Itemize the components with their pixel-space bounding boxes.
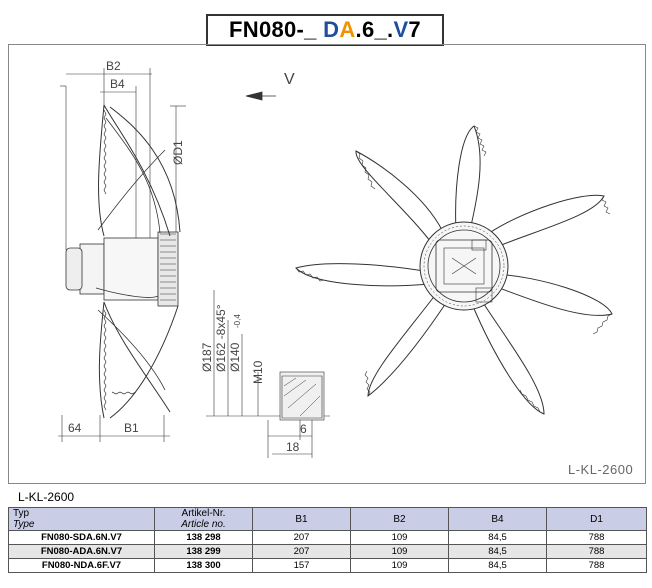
cell-b2: 109	[350, 530, 449, 545]
cell-b1: 207	[252, 530, 351, 545]
dim-b2-label: B2	[106, 59, 121, 73]
cell-d1: 788	[546, 530, 647, 545]
cell-article: 138 300	[154, 558, 253, 573]
dim-d1-label: ØD1	[171, 140, 185, 165]
view-arrow	[245, 91, 276, 101]
cell-b2: 109	[350, 544, 449, 559]
dim-64-label: 64	[68, 421, 82, 435]
dim-d187-label: Ø187	[200, 342, 214, 372]
cell-type: FN080-NDA.6F.V7	[8, 558, 155, 573]
dim-b1-label: B1	[124, 421, 139, 435]
title-letter-v: V	[393, 17, 409, 42]
header-article-sub: Article no.	[181, 519, 226, 530]
dim-6-label: 6	[300, 422, 307, 436]
header-b4: B4	[448, 507, 547, 531]
title-part-1: FN080-_	[229, 17, 324, 42]
cell-type: FN080-ADA.6N.V7	[8, 544, 155, 559]
header-type-main: Typ	[13, 508, 30, 519]
title-part-2: .6_.	[355, 17, 394, 42]
dim-d162-label: Ø162 -8x45°	[214, 304, 228, 372]
side-view-dimensions	[58, 68, 186, 442]
technical-drawing: B2 B4 ØD1 V 64 B1 Ø187 Ø162 -8x45° Ø140 …	[58, 59, 613, 458]
title-letter-d: D	[323, 17, 340, 42]
cell-b4: 84,5	[448, 530, 547, 545]
fan-front-view	[295, 125, 613, 415]
dim-d140-label: Ø140	[228, 342, 242, 372]
header-b1: B1	[252, 507, 351, 531]
dim-18-label: 18	[286, 440, 300, 454]
fan-side-view	[65, 104, 181, 419]
drawing-frame	[8, 44, 646, 484]
table-caption: L-KL-2600	[18, 490, 75, 504]
cell-type: FN080-SDA.6N.V7	[8, 530, 155, 545]
dim-b4-label: B4	[110, 77, 125, 91]
header-article-main: Artikel-Nr.	[181, 508, 226, 519]
dim-d140-tolerance: -0,4	[233, 314, 242, 328]
header-b2: B2	[350, 507, 449, 531]
drawing-code: L-KL-2600	[568, 462, 634, 477]
cell-article: 138 299	[154, 544, 253, 559]
hub-detail	[206, 290, 330, 458]
dim-m10-label: M10	[251, 360, 265, 384]
cell-b1: 207	[252, 544, 351, 559]
cell-article: 138 298	[154, 530, 253, 545]
header-d1: D1	[546, 507, 647, 531]
cell-b2: 109	[350, 558, 449, 573]
table-row: FN080-ADA.6N.V7 138 299 207 109 84,5 788	[8, 544, 647, 559]
title-part-3: 7	[408, 17, 421, 42]
header-type-sub: Type	[13, 519, 35, 530]
cell-d1: 788	[546, 544, 647, 559]
header-article: Artikel-Nr.Article no.	[154, 507, 253, 531]
cell-b4: 84,5	[448, 544, 547, 559]
cell-d1: 788	[546, 558, 647, 573]
view-v-label: V	[284, 71, 295, 88]
cell-b4: 84,5	[448, 558, 547, 573]
title-letter-a: A	[339, 17, 356, 42]
cell-b1: 157	[252, 558, 351, 573]
table-row: FN080-SDA.6N.V7 138 298 207 109 84,5 788	[8, 530, 647, 545]
table-row: FN080-NDA.6F.V7 138 300 157 109 84,5 788	[8, 558, 647, 573]
